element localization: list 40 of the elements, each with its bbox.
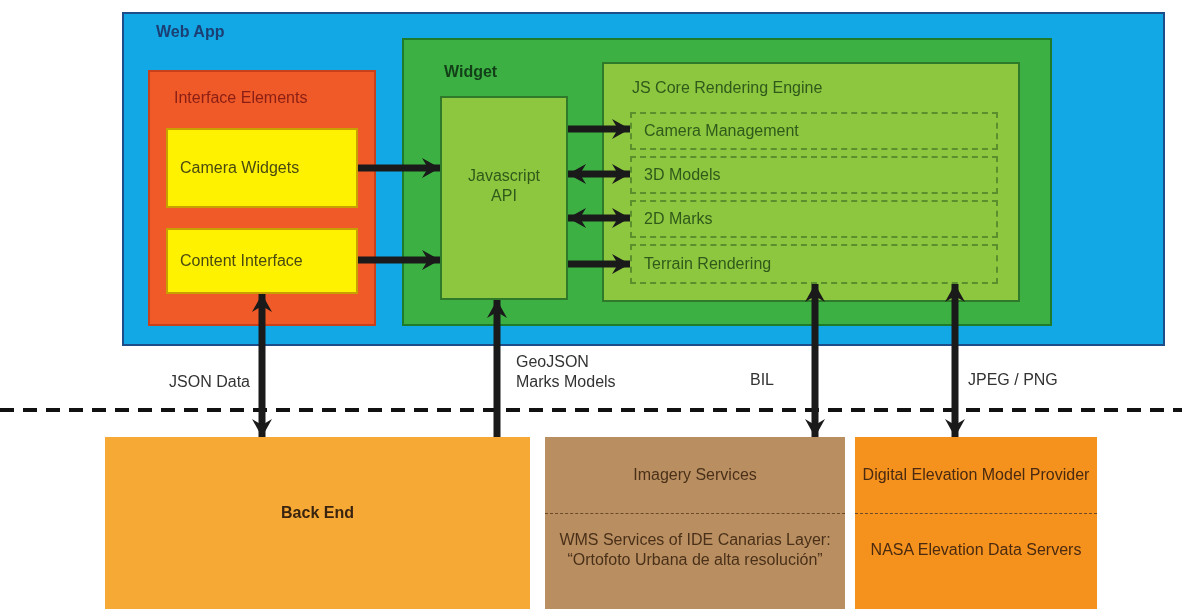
box-label: Terrain Rendering: [644, 254, 772, 274]
component-box: [166, 128, 358, 208]
service-box: [855, 437, 1097, 609]
arrow: [358, 158, 440, 178]
module-box: [630, 156, 998, 194]
box-note: NASA Elevation Data Servers: [869, 540, 1083, 560]
container-title: Widget: [444, 62, 498, 82]
api-box: [440, 96, 568, 300]
box-label: 2D Marks: [644, 209, 713, 229]
arrow: [358, 250, 440, 270]
arrow: [487, 300, 507, 437]
arrow: [805, 284, 825, 437]
engine-panel: [602, 62, 1020, 302]
box-note: WMS Services of IDE Canarias Layer: “Ortofoto Urbana de alta resolución”: [558, 530, 832, 570]
box-label: Camera Management: [644, 121, 799, 141]
arrow: [568, 254, 630, 274]
arrow: [568, 208, 630, 228]
container-title: Interface Elements: [174, 88, 308, 108]
arrow: [568, 119, 630, 139]
component-box: [166, 228, 358, 294]
module-box: [630, 244, 998, 284]
arrow: [945, 284, 965, 437]
module-box: [630, 112, 998, 150]
container-title: JS Core Rendering Engine: [632, 78, 823, 98]
box-label: Camera Widgets: [180, 158, 300, 178]
box-label: 3D Models: [644, 165, 721, 185]
box-label: Javascript API: [467, 166, 541, 206]
service-box: [545, 437, 845, 609]
box-label: Content Interface: [180, 251, 303, 271]
widget-container: [402, 38, 1052, 326]
box-label: Digital Elevation Model Provider: [861, 465, 1091, 485]
arrow: [252, 294, 272, 437]
panel: [148, 70, 376, 326]
module-box: [630, 200, 998, 238]
app-container: [122, 12, 1165, 346]
backend-box: [105, 437, 530, 609]
container-title: Web App: [156, 22, 225, 42]
box-label: Imagery Services: [632, 465, 758, 485]
arrow: [568, 164, 630, 184]
box-label: Back End: [280, 503, 355, 523]
